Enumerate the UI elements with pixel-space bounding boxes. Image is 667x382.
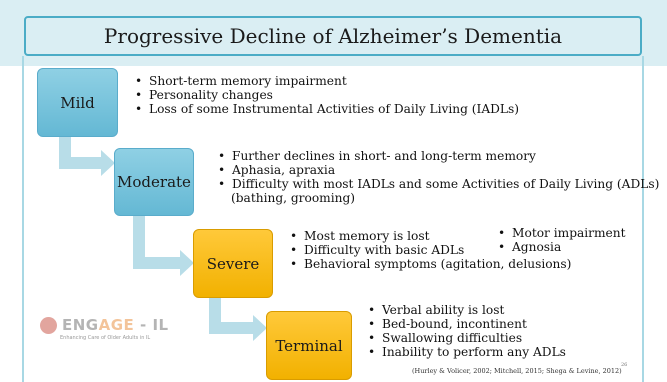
mild-bullet-list: Short-term memory impairment Personality… bbox=[133, 74, 519, 116]
list-item: Bed-bound, incontinent bbox=[366, 317, 566, 331]
stage-label: Severe bbox=[206, 254, 260, 273]
list-item: Verbal ability is lost bbox=[366, 303, 566, 317]
list-item: Agnosia bbox=[496, 240, 626, 254]
list-item: Short-term memory impairment bbox=[133, 74, 519, 88]
arrow-mild-to-moderate bbox=[59, 136, 115, 176]
stage-moderate-box: Moderate bbox=[114, 148, 194, 216]
slide-title: Progressive Decline of Alzheimer’s Demen… bbox=[24, 16, 642, 56]
stage-label: Moderate bbox=[117, 173, 191, 191]
terminal-bullet-list: Verbal ability is lost Bed-bound, incont… bbox=[366, 303, 566, 359]
list-item: Swallowing difficulties bbox=[366, 331, 566, 345]
list-item: Difficulty with basic ADLs bbox=[288, 243, 571, 257]
logo-tagline: Enhancing Care of Older Adults in IL bbox=[60, 335, 151, 341]
stage-label: Terminal bbox=[275, 336, 343, 355]
frame-right-border bbox=[642, 56, 644, 382]
list-item: Further declines in short- and long-term… bbox=[216, 149, 659, 163]
list-item: Aphasia, apraxia bbox=[216, 163, 659, 177]
moderate-bullet-list: Further declines in short- and long-term… bbox=[216, 149, 659, 191]
list-item: Inability to perform any ADLs bbox=[366, 345, 566, 359]
engage-il-logo: ENGAGE - IL bbox=[40, 316, 169, 334]
frame-left-border bbox=[22, 56, 24, 382]
stage-mild-box: Mild bbox=[37, 68, 118, 137]
logo-mark-icon bbox=[40, 316, 57, 334]
list-item: Motor impairment bbox=[496, 226, 626, 240]
moderate-continuation: (bathing, grooming) bbox=[231, 191, 356, 205]
list-item: Most memory is lost bbox=[288, 229, 571, 243]
stage-label: Mild bbox=[60, 93, 95, 112]
list-item: Difficulty with most IADLs and some Acti… bbox=[216, 177, 659, 191]
list-item: Behavioral symptoms (agitation, delusion… bbox=[288, 257, 571, 271]
arrow-moderate-to-severe bbox=[133, 215, 194, 276]
stage-severe-box: Severe bbox=[193, 229, 273, 298]
page-number: 26 bbox=[621, 362, 628, 368]
list-item: Personality changes bbox=[133, 88, 519, 102]
list-item: Loss of some Instrumental Activities of … bbox=[133, 102, 519, 116]
stage-terminal-box: Terminal bbox=[266, 311, 352, 380]
arrow-severe-to-terminal bbox=[209, 298, 267, 341]
severe-bullet-list-left: Most memory is lost Difficulty with basi… bbox=[288, 229, 571, 271]
severe-bullet-list-right: Motor impairment Agnosia bbox=[496, 226, 626, 254]
citation: (Hurley & Volicer, 2002; Mitchell, 2015;… bbox=[412, 367, 622, 375]
